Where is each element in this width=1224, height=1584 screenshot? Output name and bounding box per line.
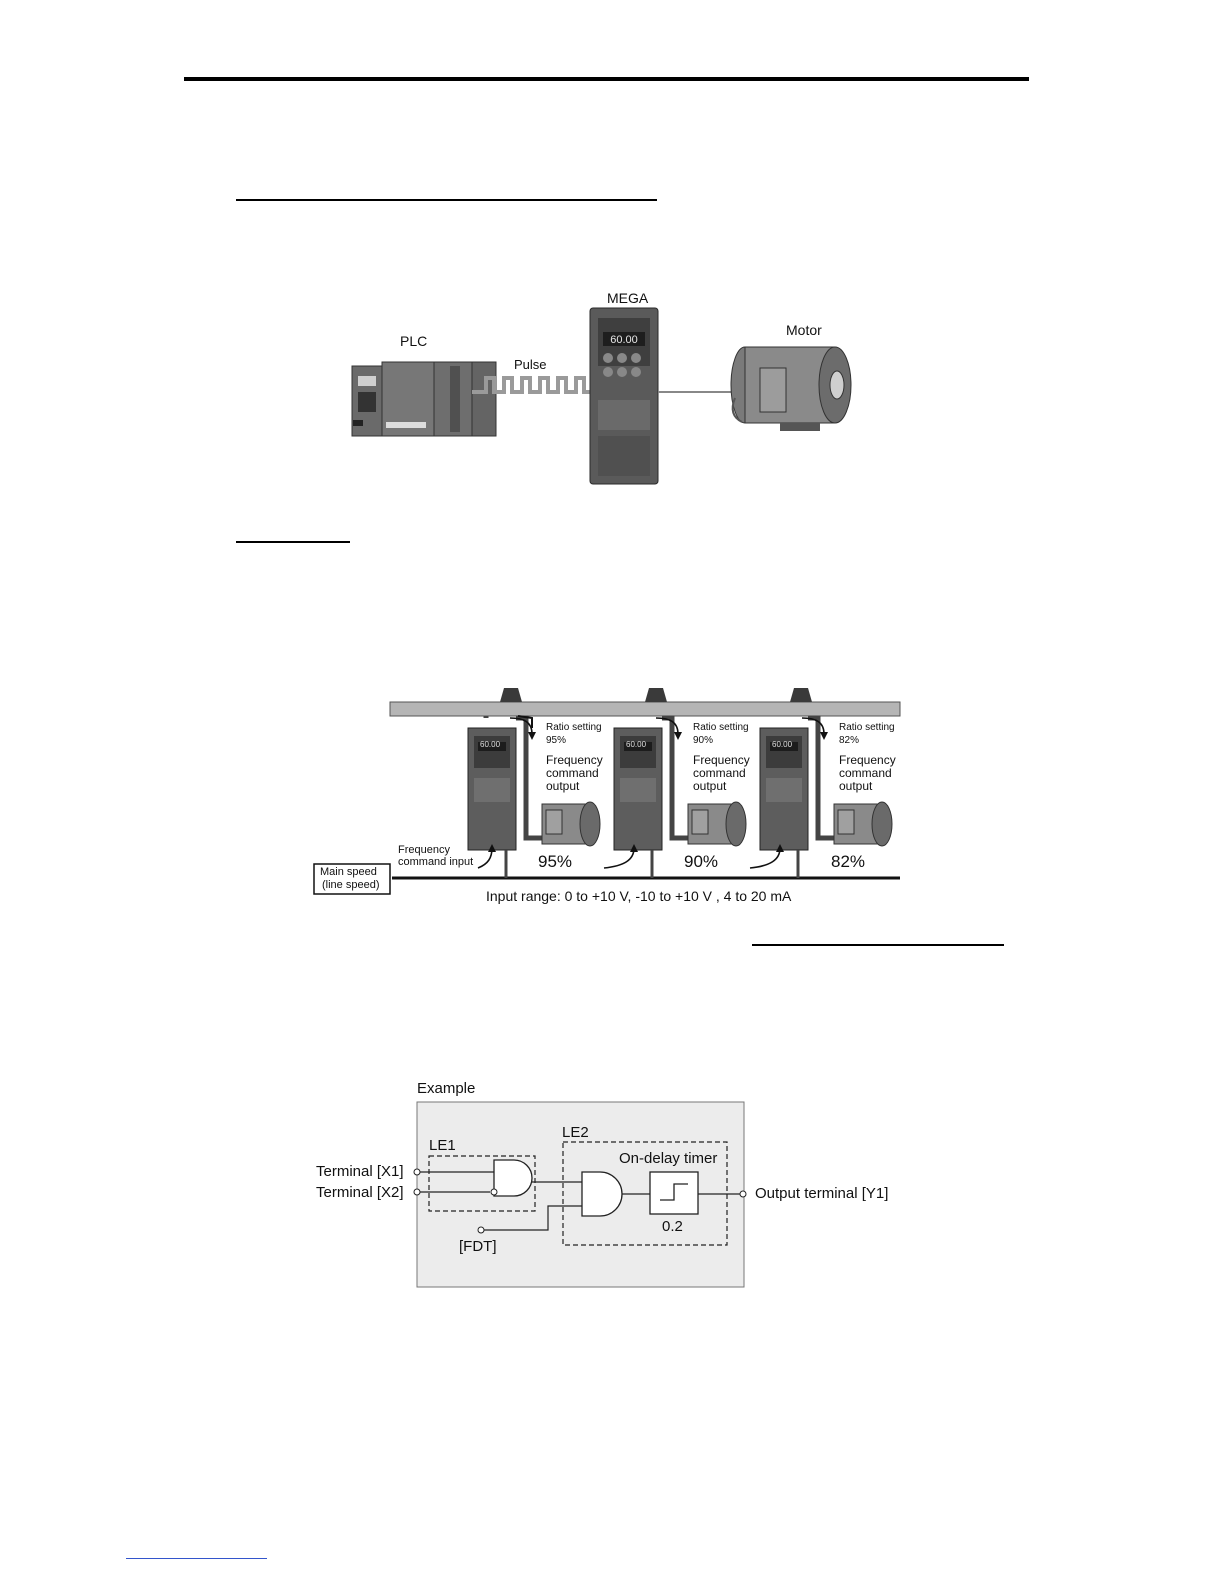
- le2-box: [562, 1141, 728, 1246]
- main-speed-line2: (line speed): [322, 879, 380, 891]
- main-speed-box: [313, 863, 391, 895]
- plc-pulse-figure: 60.00: [351, 307, 852, 485]
- motor-label: Motor: [786, 322, 822, 338]
- percent-label-2: 90%: [684, 852, 719, 871]
- pulse-wave: [472, 376, 590, 394]
- and-gate-le2: [581, 1171, 623, 1217]
- terminal-x2-label: Terminal [X2]: [316, 1184, 404, 1201]
- freq-output-2-line1: Frequency: [693, 753, 750, 767]
- freq-output-1-line1: Frequency: [546, 753, 603, 767]
- mega-inverter: [589, 307, 659, 485]
- logic-figure: [413, 1101, 747, 1288]
- diagram-logic-example: Example LE1 LE2 On-delay timer Terminal …: [310, 1078, 910, 1292]
- diagram-plc-pulse: 60.00 PLC Pulse MEGA Motor: [340, 280, 880, 490]
- inverter-3-display: 60.00: [772, 740, 793, 749]
- freq-output-2-line3: output: [693, 779, 727, 793]
- input-range-text: Input range: 0 to +10 V, -10 to +10 V , …: [486, 888, 792, 904]
- terminal-x1-label: Terminal [X1]: [316, 1163, 404, 1180]
- example-label: Example: [417, 1080, 476, 1097]
- inline-underline: [752, 944, 1004, 946]
- header-rule: [184, 77, 1029, 81]
- percent-label-1: 95%: [538, 852, 573, 871]
- le2-label: LE2: [562, 1124, 589, 1141]
- inverter-1-display: 60.00: [480, 740, 501, 749]
- freq-output-1-line2: command: [546, 766, 599, 780]
- freq-output-3-line3: output: [839, 779, 873, 793]
- footer-link-underline[interactable]: [126, 1558, 267, 1559]
- ratio-setting-title-2: Ratio setting: [693, 722, 749, 733]
- ratio-setting-value-3: 82%: [839, 735, 860, 746]
- fdt-node: [477, 1226, 485, 1234]
- section-heading-underline-1: [236, 199, 657, 201]
- motor-1: [541, 801, 601, 847]
- le1-box: [428, 1155, 536, 1212]
- freq-output-1-line3: output: [546, 779, 580, 793]
- pulse-label: Pulse: [514, 357, 547, 372]
- motor: [730, 346, 852, 431]
- freq-output-2-line2: command: [693, 766, 746, 780]
- timer-value-label: 0.2: [662, 1218, 683, 1235]
- percent-label-3: 82%: [831, 852, 866, 871]
- main-speed-line1: Main speed: [320, 866, 377, 878]
- on-delay-timer-label: On-delay timer: [619, 1150, 718, 1167]
- fdt-label: [FDT]: [459, 1238, 497, 1255]
- ratio-setting-title-1: Ratio setting: [546, 722, 602, 733]
- terminal-x1-node: [413, 1168, 421, 1176]
- inverter-2: [613, 727, 663, 851]
- ratio-setting-title-3: Ratio setting: [839, 722, 895, 733]
- section-heading-underline-2: [236, 541, 350, 543]
- ratio-figure: [313, 688, 901, 895]
- output-y1-node: [739, 1190, 747, 1198]
- motor-3: [833, 801, 893, 847]
- diagram-ratio-setting: 60.00 60.00 60.00 Ratio setting 95% Freq…: [310, 688, 910, 920]
- line-shaft: [389, 701, 901, 717]
- motor-2: [687, 801, 747, 847]
- freq-command-input-line2: command input: [398, 856, 474, 868]
- inverter-3: [759, 727, 809, 851]
- terminal-x2-node: [413, 1188, 421, 1196]
- inverter-2-display: 60.00: [626, 740, 647, 749]
- freq-output-3-line1: Frequency: [839, 753, 896, 767]
- ratio-setting-value-2: 90%: [693, 735, 714, 746]
- plc-device: [351, 361, 497, 437]
- freq-output-3-line2: command: [839, 766, 892, 780]
- output-y1-label: Output terminal [Y1]: [755, 1185, 889, 1202]
- le1-label: LE1: [429, 1137, 456, 1154]
- mega-label: MEGA: [607, 290, 649, 306]
- and-gate-le1: [493, 1159, 533, 1197]
- plc-label: PLC: [400, 333, 428, 349]
- freq-command-input-line1: Frequency: [398, 844, 450, 856]
- mega-display: 60.00: [610, 334, 638, 346]
- inverter-1: [467, 727, 517, 851]
- ratio-setting-value-1: 95%: [546, 735, 567, 746]
